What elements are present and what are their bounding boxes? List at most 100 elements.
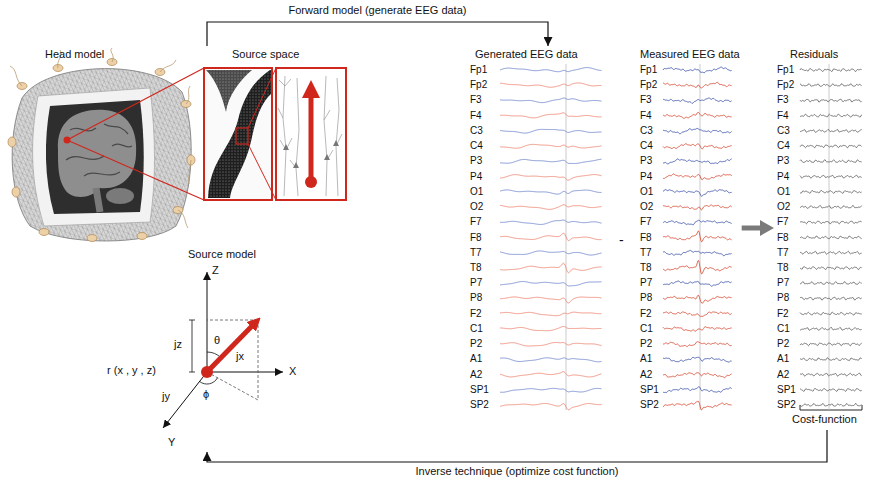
eeg-trace: [663, 128, 732, 133]
panel-heading: Head model: [45, 48, 104, 61]
eeg-trace: [500, 233, 602, 240]
channel-name: C1: [777, 323, 790, 335]
channel-name: T7: [640, 247, 652, 259]
eeg-trace: [663, 387, 732, 393]
electrode: [8, 59, 195, 242]
channel-name: P3: [470, 155, 482, 167]
head-model-figure: [33, 88, 155, 226]
eeg-trace: [500, 388, 602, 392]
axis-label: Z: [212, 264, 219, 277]
channel-name: F2: [777, 308, 789, 320]
component-label: θ: [214, 334, 220, 347]
component-label: jz: [174, 338, 182, 351]
eeg-trace: [500, 175, 602, 181]
eeg-panel: Generated EEG dataFp1Fp2F3F4C3C4P3P4O1O2…: [465, 46, 610, 416]
source-model-figure: [189, 320, 195, 372]
eeg-trace: [663, 373, 732, 378]
eeg-trace: [663, 281, 732, 286]
eeg-trace: [500, 144, 602, 148]
eeg-trace: [500, 129, 602, 133]
neuron-figure: [302, 80, 320, 98]
channel-name: C4: [777, 140, 790, 152]
source-model-figure: [200, 378, 218, 384]
axis-label: Y: [168, 436, 175, 449]
source-model-figure: [207, 327, 252, 373]
eeg-trace: [800, 175, 862, 178]
eeg-trace: [500, 68, 602, 72]
channel-name: SP2: [470, 399, 489, 411]
minus-sign: -: [619, 232, 624, 248]
eeg-trace: [800, 373, 862, 376]
electrode: [12, 187, 20, 197]
subtraction-arrow: [742, 226, 764, 231]
head-model-figure: [106, 188, 134, 204]
electrode: [39, 229, 49, 236]
panel-heading: Measured EEG data: [640, 48, 740, 61]
eeg-trace: [800, 358, 862, 361]
channel-name: P4: [640, 171, 652, 183]
eeg-trace: [800, 251, 862, 254]
head-model-figure: [8, 48, 195, 242]
eeg-trace: [800, 282, 862, 285]
eeg-trace: [800, 267, 862, 270]
channel-name: A2: [470, 369, 482, 381]
eeg-trace: [663, 342, 732, 347]
channel-name: F2: [470, 308, 482, 320]
source-model-figure: [163, 272, 283, 428]
eeg-trace: [500, 282, 602, 286]
eeg-trace: [800, 343, 862, 346]
channel-name: P4: [470, 171, 482, 183]
eeg-trace: [663, 190, 732, 197]
eeg-trace: [800, 297, 862, 300]
eeg-trace: [800, 190, 862, 193]
channel-name: P8: [470, 292, 482, 304]
eeg-trace: [663, 327, 732, 332]
channel-name: T8: [777, 262, 789, 274]
eeg-trace: [800, 145, 862, 148]
eeg-trace: [500, 326, 602, 330]
eeg-trace: [663, 357, 732, 362]
eeg-trace: [663, 295, 732, 303]
head-model-figure: [10, 48, 191, 228]
eeg-trace: [500, 159, 602, 163]
channel-name: P3: [777, 155, 789, 167]
channel-name: P4: [777, 171, 789, 183]
channel-name: F7: [777, 216, 789, 228]
forward-model-arrow: [207, 22, 548, 46]
source-model-figure: [207, 372, 283, 373]
channel-name: C1: [470, 323, 483, 335]
source-model-panel: Source modelZXYr (x , y , z)jzjyjxθϕ: [105, 247, 305, 452]
channel-name: Fp2: [777, 79, 794, 91]
channel-name: F3: [470, 94, 482, 106]
channel-name: P2: [777, 338, 789, 350]
eeg-trace: [663, 261, 732, 274]
channel-name: F4: [777, 110, 789, 122]
channel-name: P8: [640, 292, 652, 304]
eeg-trace: [800, 388, 862, 391]
channel-name: SP2: [777, 399, 796, 411]
channel-name: C3: [777, 125, 790, 137]
channel-name: A2: [640, 369, 652, 381]
eeg-trace: [500, 113, 602, 118]
channel-name: A1: [777, 353, 789, 365]
channel-name: O2: [777, 201, 790, 213]
eeg-trace: [800, 129, 862, 132]
channel-name: F3: [640, 94, 652, 106]
component-label: jx: [236, 350, 244, 363]
position-label: r (x , y , z): [107, 364, 156, 377]
eeg-trace: [800, 403, 862, 406]
channel-name: C3: [640, 125, 653, 137]
channel-name: C4: [640, 140, 653, 152]
cost-function-label: Cost-function: [792, 413, 857, 426]
channel-name: O2: [640, 201, 653, 213]
electrode: [87, 235, 97, 242]
channel-name: SP1: [640, 384, 659, 396]
channel-name: O1: [470, 186, 483, 198]
eeg-trace: [663, 159, 732, 164]
channel-name: P7: [470, 277, 482, 289]
channel-name: P2: [470, 338, 482, 350]
zoom-lines: [67, 68, 204, 200]
electrode: [8, 137, 16, 147]
eeg-trace: [800, 160, 862, 163]
channel-name: C3: [470, 125, 483, 137]
